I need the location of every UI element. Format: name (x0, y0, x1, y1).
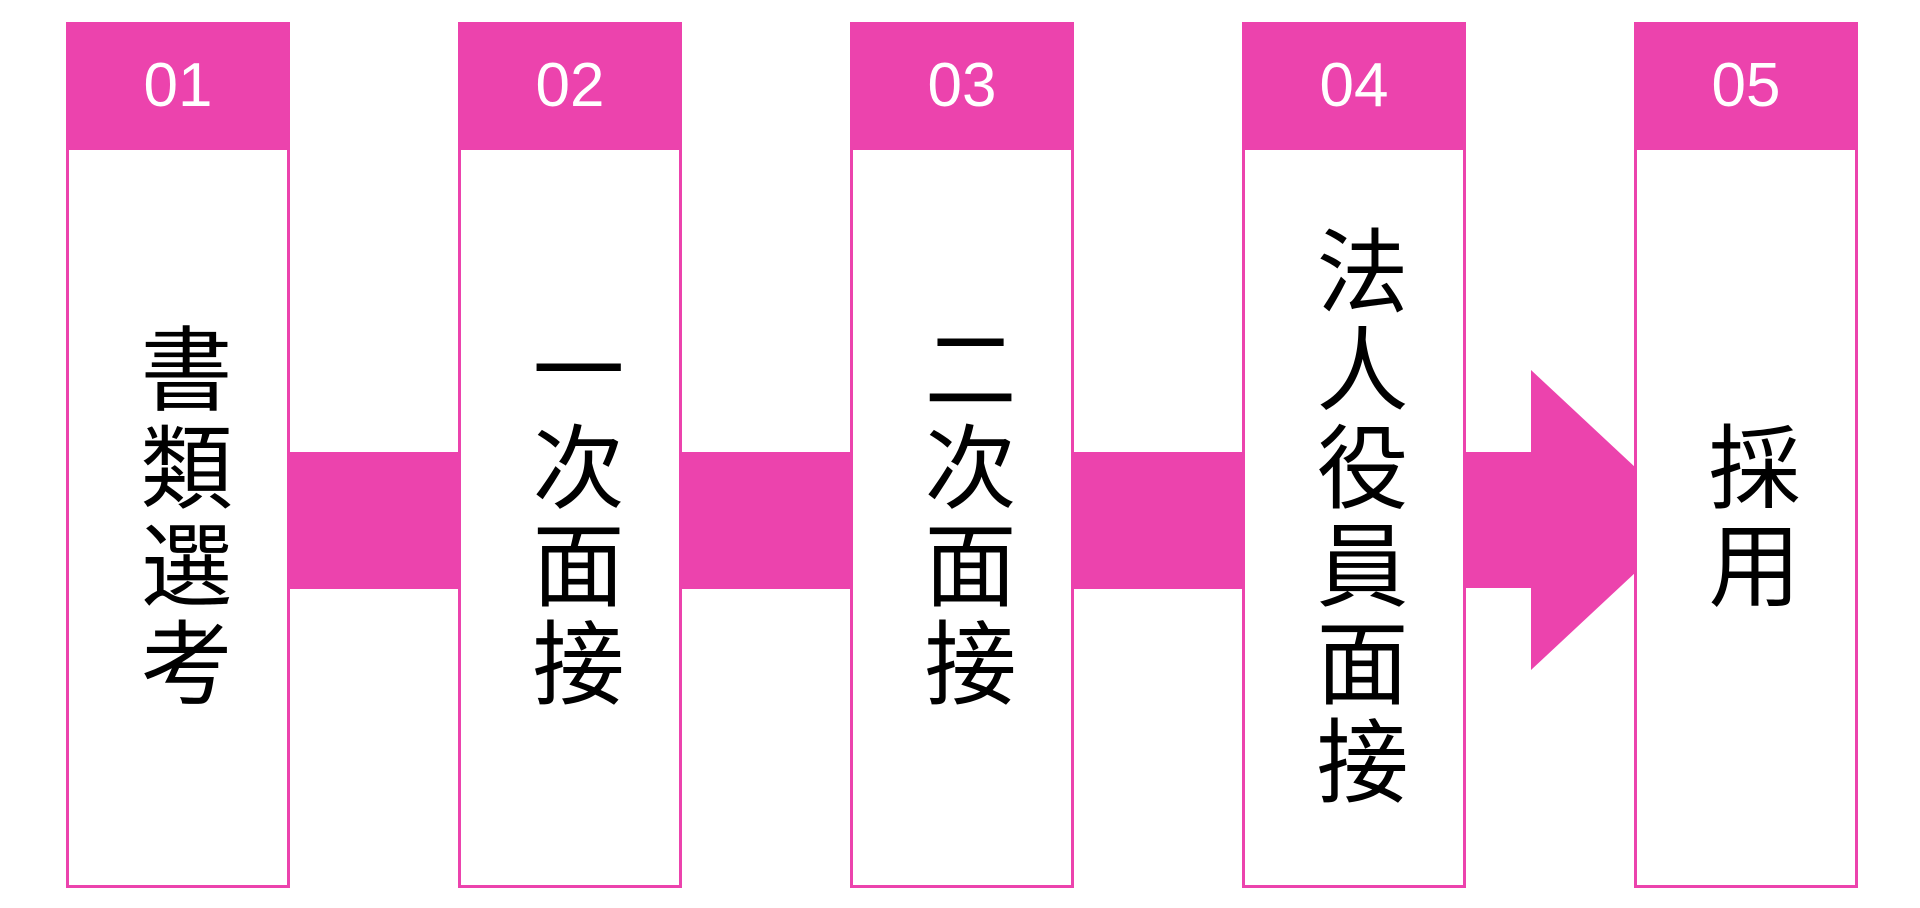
step-body: 法人役員面接 (1245, 150, 1463, 885)
step-body: 二次面接 (853, 150, 1071, 885)
step-label: 二次面接 (909, 321, 1016, 714)
step-number: 01 (66, 22, 290, 150)
step-card-executive-interview: 04 法人役員面接 (1242, 22, 1466, 888)
connector-bar (682, 452, 852, 589)
step-card-first-interview: 02 一次面接 (458, 22, 682, 888)
step-number: 04 (1242, 22, 1466, 150)
final-arrow-shape (1466, 370, 1636, 670)
step-number: 02 (458, 22, 682, 150)
step-number: 03 (850, 22, 1074, 150)
step-body: 採用 (1637, 150, 1855, 885)
step-label: 法人役員面接 (1301, 223, 1408, 812)
connector-bar (290, 452, 460, 589)
arrow-right-icon (1466, 370, 1636, 670)
step-body: 書類選考 (69, 150, 287, 885)
step-card-hiring: 05 採用 (1634, 22, 1858, 888)
step-body: 一次面接 (461, 150, 679, 885)
step-label: 書類選考 (125, 321, 232, 714)
step-card-document-screening: 01 書類選考 (66, 22, 290, 888)
step-card-second-interview: 03 二次面接 (850, 22, 1074, 888)
step-label: 採用 (1693, 419, 1800, 616)
step-number: 05 (1634, 22, 1858, 150)
connector-bar (1074, 452, 1244, 589)
step-label: 一次面接 (517, 321, 624, 714)
